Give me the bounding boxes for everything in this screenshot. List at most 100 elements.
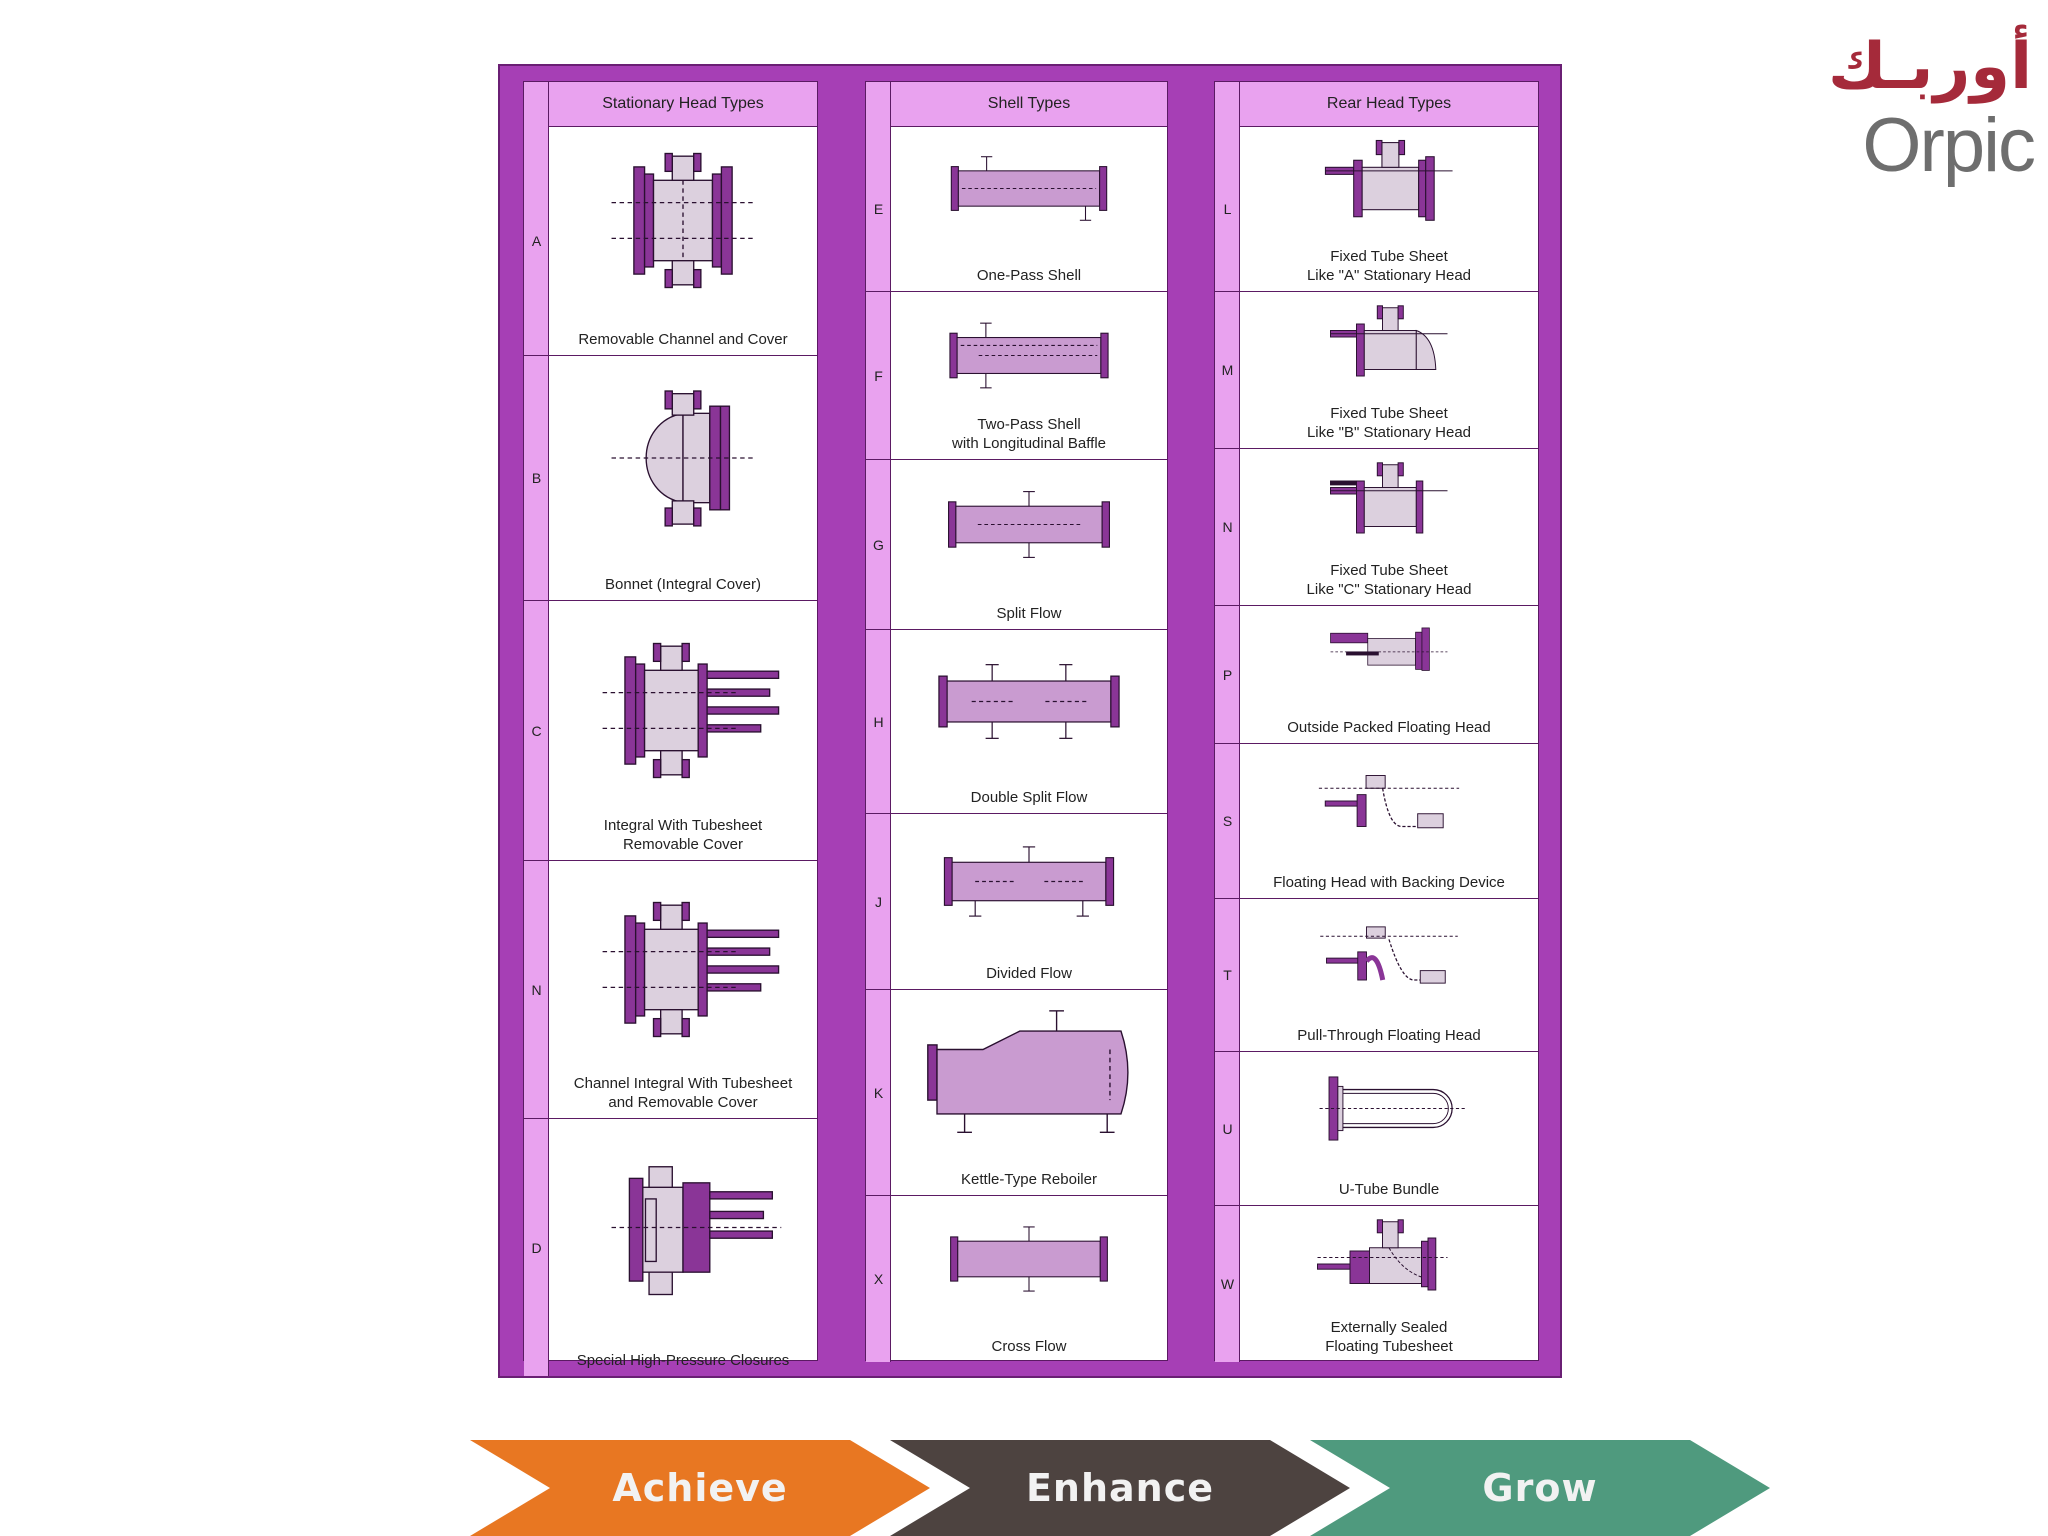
type-content: Pull-Through Floating Head bbox=[1240, 899, 1538, 1051]
type-content: Bonnet (Integral Cover) bbox=[549, 356, 817, 600]
type-letter: N bbox=[531, 981, 542, 998]
column-cells: E One-Pass Shell F Two-Pass Shell with L… bbox=[866, 126, 1167, 1362]
rear-u-tube-icon bbox=[1240, 1058, 1538, 1159]
letter-strip: K bbox=[866, 990, 891, 1195]
type-caption: Two-Pass Shell with Longitudinal Baffle bbox=[952, 416, 1106, 452]
type-cell: S Floating Head with Backing Device bbox=[1215, 744, 1538, 899]
type-caption: Fixed Tube Sheet Like "A" Stationary Hea… bbox=[1306, 248, 1472, 284]
column-title: Rear Head Types bbox=[1240, 82, 1538, 126]
type-caption: Pull-Through Floating Head bbox=[1297, 1027, 1481, 1044]
column-rear-head: Rear Head Types L Fixed Tube Sheet Like … bbox=[1214, 81, 1539, 1362]
type-caption: Channel Integral With Tubesheet and Remo… bbox=[573, 1075, 793, 1111]
rear-fixed-a-icon bbox=[1240, 132, 1538, 245]
type-cell: X Cross Flow bbox=[866, 1196, 1167, 1362]
type-content: Double Split Flow bbox=[891, 630, 1167, 813]
type-letter: L bbox=[1223, 200, 1232, 217]
type-content: Special High-Pressure Closures bbox=[549, 1119, 817, 1376]
type-letter: F bbox=[874, 367, 883, 384]
letter-strip: W bbox=[1215, 1206, 1240, 1362]
logo-latin-text: Orpic bbox=[1862, 103, 2036, 188]
type-caption: Fixed Tube Sheet Like "C" Stationary Hea… bbox=[1306, 562, 1472, 598]
letter-strip: N bbox=[524, 861, 549, 1118]
banner-arrows: Achieve Enhance Grow bbox=[470, 1440, 1770, 1536]
type-caption: Outside Packed Floating Head bbox=[1287, 719, 1491, 736]
rear-fixed-b-icon bbox=[1240, 298, 1538, 402]
type-content: Outside Packed Floating Head bbox=[1240, 606, 1538, 743]
type-cell: A Removable Channel and Cover bbox=[524, 126, 817, 356]
column-title: Shell Types bbox=[891, 82, 1167, 126]
type-cell: B Bonnet (Integral Cover) bbox=[524, 356, 817, 601]
type-cell: C Integral With Tubesheet Removable Cove… bbox=[524, 601, 817, 861]
type-cell: H Double Split Flow bbox=[866, 630, 1167, 814]
type-content: One-Pass Shell bbox=[891, 126, 1167, 291]
type-letter: N bbox=[1222, 519, 1233, 535]
type-letter: J bbox=[875, 893, 882, 910]
column-header: Stationary Head Types bbox=[524, 82, 817, 127]
logo-arabic-text: أوربـك bbox=[1827, 30, 2032, 104]
type-caption: One-Pass Shell bbox=[976, 267, 1082, 284]
type-content: Integral With Tubesheet Removable Cover bbox=[549, 601, 817, 860]
type-cell: M Fixed Tube Sheet Like "B" Stationary H… bbox=[1215, 292, 1538, 449]
type-caption: Bonnet (Integral Cover) bbox=[605, 576, 761, 593]
column-shell: Shell Types E One-Pass Shell F Two-Pass … bbox=[865, 81, 1168, 1362]
type-cell: N Channel Integral With Tubesheet and Re… bbox=[524, 861, 817, 1119]
type-letter: B bbox=[531, 470, 542, 486]
header-strip bbox=[1215, 82, 1240, 126]
type-content: Kettle-Type Reboiler bbox=[891, 990, 1167, 1195]
type-content: Channel Integral With Tubesheet and Remo… bbox=[549, 861, 817, 1118]
shell-double-split-icon bbox=[891, 636, 1167, 767]
column-header: Shell Types bbox=[866, 82, 1167, 127]
shell-one-pass-icon bbox=[891, 132, 1167, 245]
type-letter: M bbox=[1221, 362, 1234, 378]
letter-strip: F bbox=[866, 292, 891, 459]
type-content: U-Tube Bundle bbox=[1240, 1052, 1538, 1205]
letter-strip: U bbox=[1215, 1052, 1240, 1205]
column-cells: A Removable Channel and Cover B Bonnet (… bbox=[524, 126, 817, 1376]
type-cell: U U-Tube Bundle bbox=[1215, 1052, 1538, 1206]
bonnet-icon bbox=[549, 362, 817, 554]
type-caption: Externally Sealed Floating Tubesheet bbox=[1325, 1319, 1453, 1355]
letter-strip: T bbox=[1215, 899, 1240, 1051]
letter-strip: P bbox=[1215, 606, 1240, 743]
type-letter: C bbox=[531, 722, 542, 739]
type-caption: Kettle-Type Reboiler bbox=[961, 1171, 1097, 1188]
tema-types-diagram: Stationary Head Types A Removable Channe… bbox=[498, 64, 1562, 1378]
column-stationary-head: Stationary Head Types A Removable Channe… bbox=[523, 81, 818, 1376]
type-content: Fixed Tube Sheet Like "A" Stationary Hea… bbox=[1240, 126, 1538, 291]
letter-strip: L bbox=[1215, 126, 1240, 291]
type-letter: G bbox=[873, 536, 884, 553]
column-header: Rear Head Types bbox=[1215, 82, 1538, 127]
tubesheet-cover-icon bbox=[549, 607, 817, 814]
type-content: Divided Flow bbox=[891, 814, 1167, 989]
type-content: Fixed Tube Sheet Like "B" Stationary Hea… bbox=[1240, 292, 1538, 448]
column-title: Stationary Head Types bbox=[549, 82, 817, 126]
type-cell: J Divided Flow bbox=[866, 814, 1167, 990]
type-cell: N Fixed Tube Sheet Like "C" Stationary H… bbox=[1215, 449, 1538, 606]
orpic-logo: أوربـك Orpic bbox=[1820, 30, 2040, 188]
type-cell: P Outside Packed Floating Head bbox=[1215, 606, 1538, 744]
letter-strip: X bbox=[866, 1196, 891, 1362]
type-caption: Floating Head with Backing Device bbox=[1273, 874, 1505, 891]
type-content: Two-Pass Shell with Longitudinal Baffle bbox=[891, 292, 1167, 459]
header-strip bbox=[524, 82, 549, 126]
tubesheet-cover-icon bbox=[549, 867, 817, 1072]
rear-packed-icon bbox=[1240, 612, 1538, 697]
type-letter: E bbox=[873, 200, 884, 217]
letter-strip: S bbox=[1215, 744, 1240, 898]
letter-strip: C bbox=[524, 601, 549, 860]
shell-kettle-icon bbox=[891, 996, 1167, 1149]
type-content: Cross Flow bbox=[891, 1196, 1167, 1362]
shell-split-icon bbox=[891, 466, 1167, 583]
letter-strip: H bbox=[866, 630, 891, 813]
shell-divided-icon bbox=[891, 820, 1167, 943]
type-caption: Split Flow bbox=[996, 605, 1062, 622]
type-cell: L Fixed Tube Sheet Like "A" Stationary H… bbox=[1215, 126, 1538, 292]
type-content: Floating Head with Backing Device bbox=[1240, 744, 1538, 898]
rear-fixed-c-icon bbox=[1240, 455, 1538, 559]
type-caption: Cross Flow bbox=[991, 1338, 1067, 1355]
type-caption: Double Split Flow bbox=[970, 789, 1088, 806]
banner-label: Enhance bbox=[1025, 1466, 1215, 1510]
type-cell: T Pull-Through Floating Head bbox=[1215, 899, 1538, 1052]
type-letter: K bbox=[873, 1084, 884, 1101]
banner-arrow-grow: Grow bbox=[1310, 1440, 1770, 1536]
